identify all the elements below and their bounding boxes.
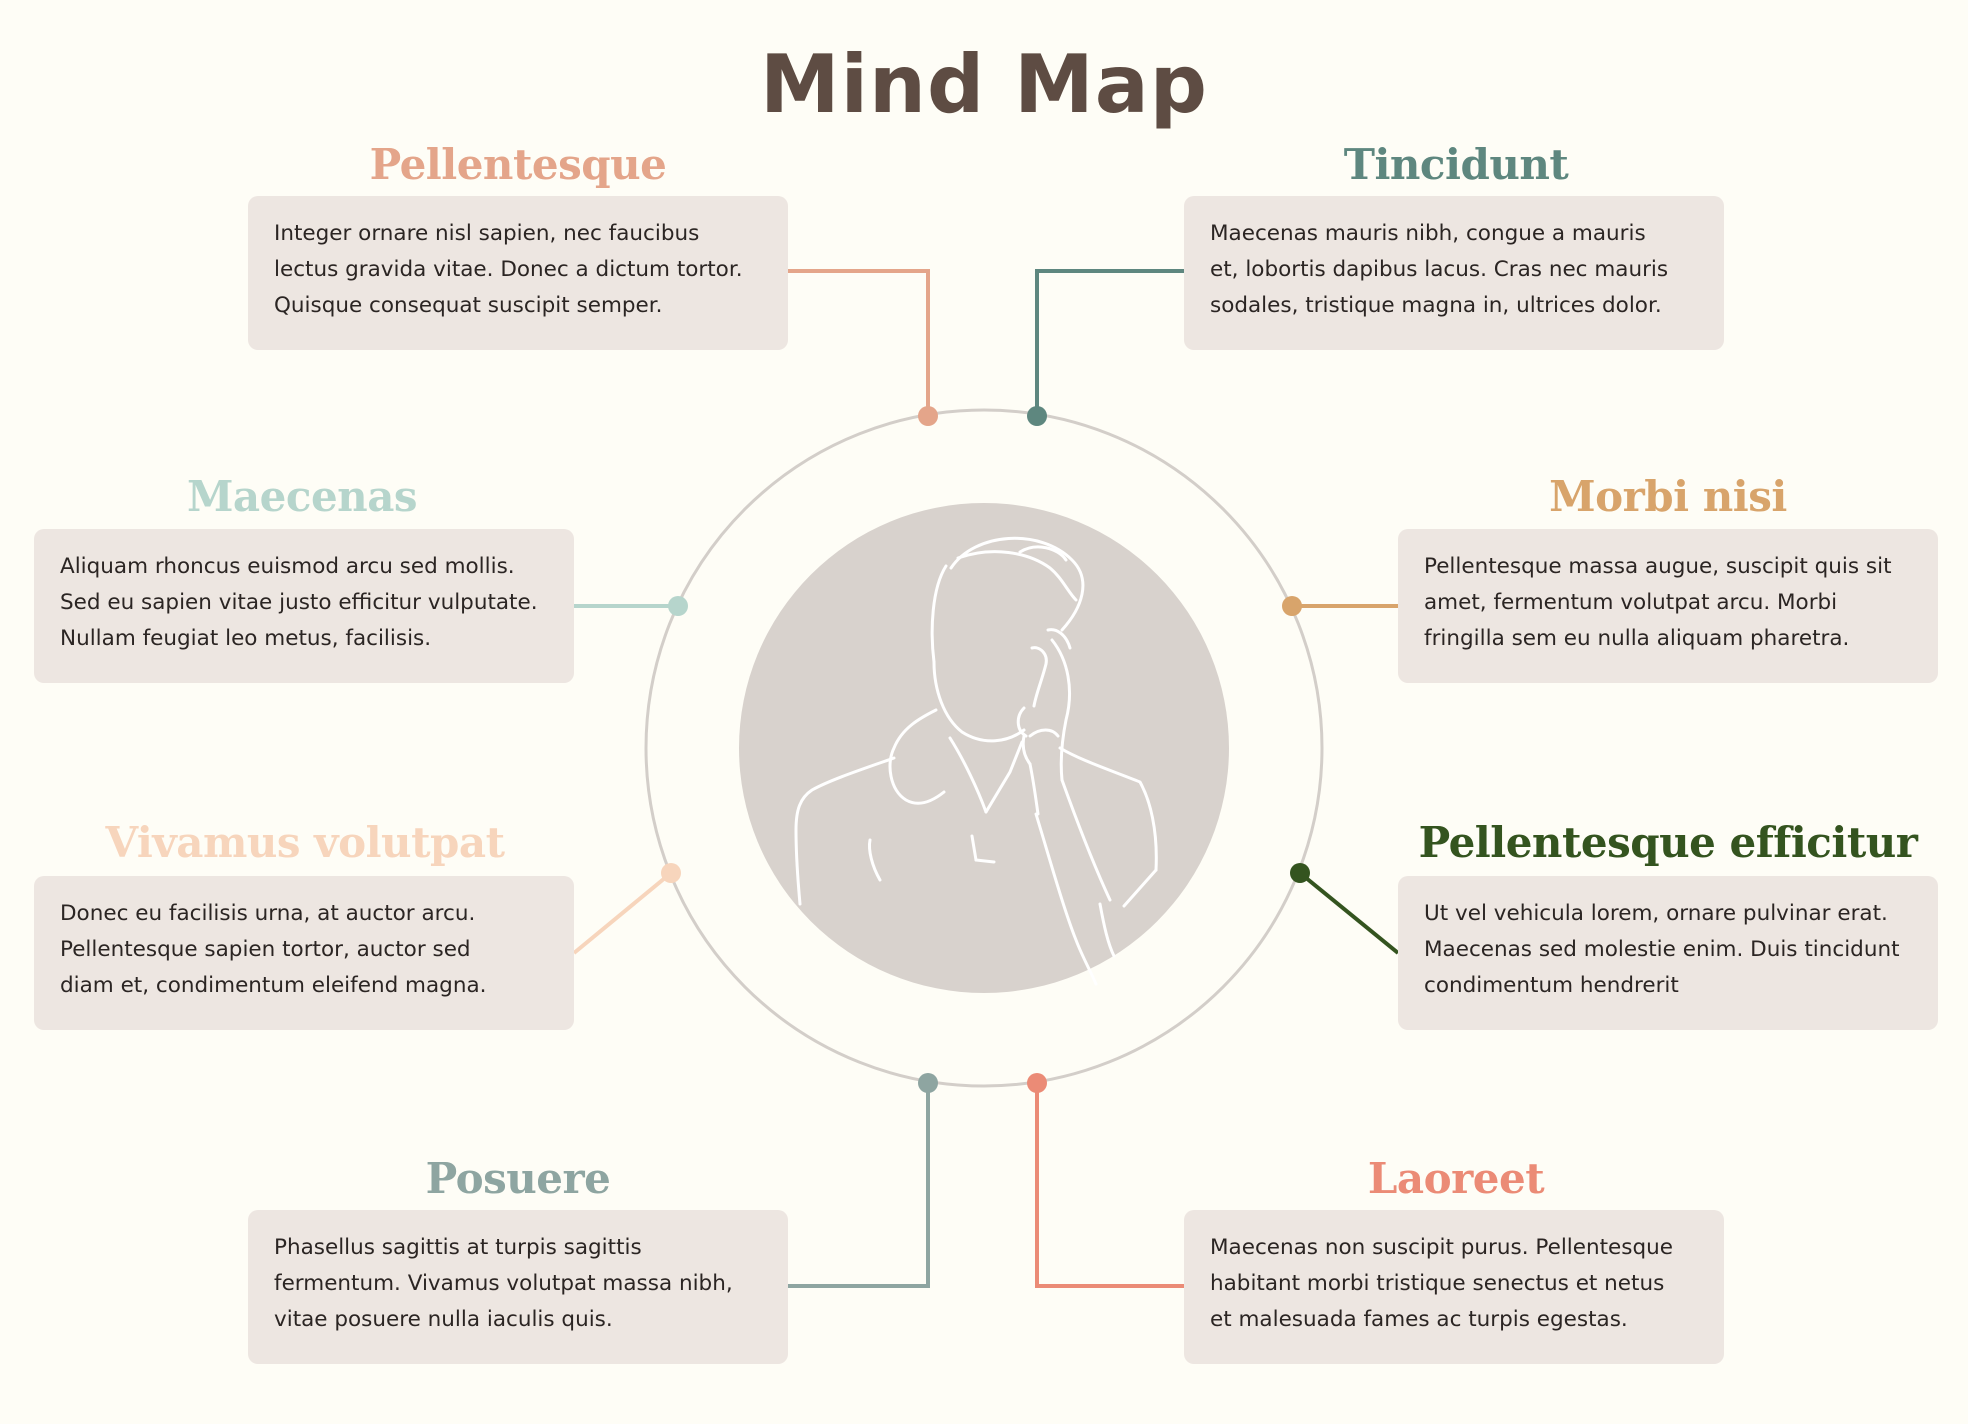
node-text-line: fringilla sem eu nulla aliquam pharetra. (1424, 626, 1850, 651)
thinking-person-icon (794, 536, 1158, 986)
node-heading-pellentesque: Pellentesque (369, 140, 667, 189)
connector-tincidunt (1027, 269, 1184, 426)
node-text-line: diam et, condimentum eleifend magna. (60, 973, 487, 998)
node-text-line: et malesuada fames ac turpis egestas. (1210, 1307, 1628, 1332)
node-heading-morbi-nisi: Morbi nisi (1549, 472, 1787, 521)
node-heading-vivamus-volutpat: Vivamus volutpat (105, 818, 505, 867)
node-text-line: Aliquam rhoncus euismod arcu sed mollis. (60, 554, 515, 579)
node-box-pellentesque-efficitur: Ut vel vehicula lorem, ornare pulvinar e… (1398, 876, 1938, 1030)
node-heading-tincidunt: Tincidunt (1343, 140, 1569, 189)
connector-maecenas (574, 596, 688, 616)
node-box-maecenas: Aliquam rhoncus euismod arcu sed mollis.… (34, 529, 574, 683)
node-text-line: Donec eu facilisis urna, at auctor arcu. (60, 901, 476, 926)
node-box-tincidunt: Maecenas mauris nibh, congue a mauris et… (1184, 196, 1724, 350)
node-text-line: Integer ornare nisl sapien, nec faucibus (274, 221, 700, 246)
node-text-line: amet, fermentum volutpat arcu. Morbi (1424, 590, 1838, 615)
node-box-vivamus-volutpat: Donec eu facilisis urna, at auctor arcu.… (34, 876, 574, 1030)
page-title: Mind Map (760, 38, 1208, 131)
node-text-line: Maecenas non suscipit purus. Pellentesqu… (1210, 1235, 1673, 1260)
node-text-line: Quisque consequat suscipit semper. (274, 293, 663, 318)
connector-laoreet (1027, 1073, 1184, 1288)
node-text-line: condimentum hendrerit (1424, 973, 1679, 998)
node-text-line: et, lobortis dapibus lacus. Cras nec mau… (1210, 257, 1669, 282)
node-box-laoreet: Maecenas non suscipit purus. Pellentesqu… (1184, 1210, 1724, 1364)
connector-posuere (788, 1073, 938, 1288)
connector-vivamus-volutpat (572, 863, 681, 955)
node-box-posuere: Phasellus sagittis at turpis sagittis fe… (248, 1210, 788, 1364)
center-ring (644, 408, 1324, 1088)
node-text-line: lectus gravida vitae. Donec a dictum tor… (274, 257, 743, 282)
node-box-pellentesque: Integer ornare nisl sapien, nec faucibus… (248, 196, 788, 350)
node-text-line: fermentum. Vivamus volutpat massa nibh, (274, 1271, 733, 1296)
connector-morbi-nisi (1282, 596, 1398, 616)
connector-pellentesque (788, 269, 938, 426)
node-text-line: Maecenas sed molestie enim. Duis tincidu… (1424, 937, 1900, 962)
center-circle (739, 503, 1229, 993)
node-heading-posuere: Posuere (425, 1154, 611, 1203)
node-text-line: Pellentesque massa augue, suscipit quis … (1424, 554, 1892, 579)
node-text-line: Ut vel vehicula lorem, ornare pulvinar e… (1424, 901, 1888, 926)
node-heading-maecenas: Maecenas (186, 472, 418, 521)
node-box-morbi-nisi: Pellentesque massa augue, suscipit quis … (1398, 529, 1938, 683)
node-text-line: habitant morbi tristique senectus et net… (1210, 1271, 1665, 1296)
node-text-line: vitae posuere nulla iaculis quis. (274, 1307, 613, 1332)
node-text-line: Pellentesque sapien tortor, auctor sed (60, 937, 471, 962)
node-text-line: Phasellus sagittis at turpis sagittis (274, 1235, 642, 1260)
node-heading-laoreet: Laoreet (1367, 1154, 1545, 1203)
node-heading-pellentesque-efficitur: Pellentesque efficitur (1418, 818, 1918, 867)
node-text-line: sodales, tristique magna in, ultrices do… (1210, 293, 1662, 318)
node-text-line: Sed eu sapien vitae justo efficitur vulp… (60, 590, 538, 615)
connector-pellentesque-efficitur (1290, 863, 1400, 955)
node-text-line: Nullam feugiat leo metus, facilisis. (60, 626, 432, 651)
node-text-line: Maecenas mauris nibh, congue a mauris (1210, 221, 1646, 246)
